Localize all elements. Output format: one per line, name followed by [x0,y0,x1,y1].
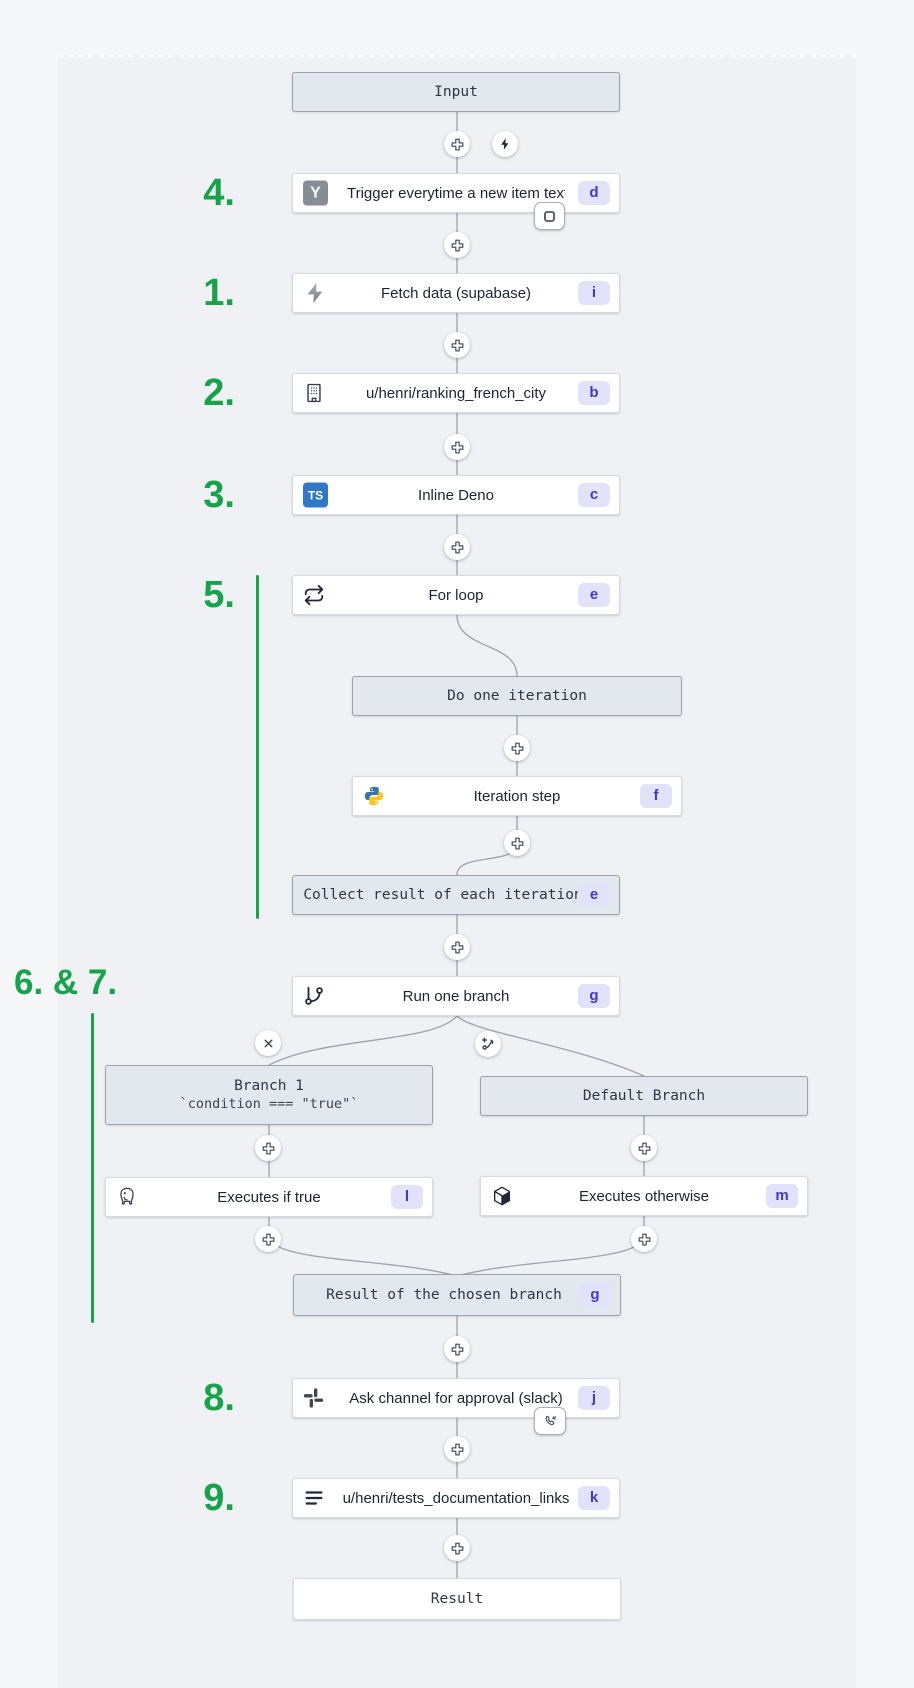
typescript-icon: TS [303,482,328,508]
add-step-button[interactable] [504,830,530,856]
iteration-step-label: Iteration step [473,787,561,805]
hackernews-icon: Y [303,180,328,206]
supabase-icon [303,281,327,305]
add-step-button[interactable] [444,232,470,258]
node-executes-otherwise[interactable]: Executes otherwise m [480,1176,808,1216]
node-inline-deno[interactable]: TS Inline Deno c [292,475,620,515]
node-trigger[interactable]: Y Trigger everytime a new item text o… d [292,173,620,213]
node-result[interactable]: Result [293,1578,621,1620]
annotation-line-5 [256,575,259,919]
suspend-approval-button[interactable] [534,1407,566,1435]
add-step-button[interactable] [444,131,470,157]
branch-plus-icon [482,1037,494,1050]
annotation-number-2: 2. [203,372,235,414]
step-id-badge: g [578,984,610,1008]
node-default-branch-header[interactable]: Default Branch [480,1076,808,1116]
add-step-button[interactable] [444,934,470,960]
add-step-button[interactable] [255,1226,281,1252]
add-step-button[interactable] [444,332,470,358]
repeat-icon [303,584,325,606]
annotation-number-4: 4. [203,172,235,214]
node-ask-channel[interactable]: Ask channel for approval (slack) j [292,1378,620,1418]
postgresql-icon [116,1186,138,1208]
step-id-badge: g [579,1283,611,1307]
annotation-number-5: 5. [203,574,235,616]
node-for-loop[interactable]: For loop e [292,575,620,615]
annotation-line-6-7 [91,1013,94,1323]
collect-result-label: Collect result of each iteration [303,887,583,903]
step-id-badge: e [578,883,610,907]
node-input-label: Input [434,84,478,100]
new-trigger-button[interactable] [492,131,518,157]
add-step-button[interactable] [504,735,530,761]
node-input[interactable]: Input [292,72,620,112]
building-icon [303,382,325,404]
annotation-number-8: 8. [203,1377,235,1419]
node-tests-documentation[interactable]: u/henri/tests_documentation_links k [292,1478,620,1518]
three-lines-icon [303,1487,325,1509]
step-id-badge: b [578,381,610,405]
python-icon [363,785,385,807]
executes-otherwise-label: Executes otherwise [578,1187,710,1205]
ask-channel-label: Ask channel for approval (slack) [349,1389,563,1407]
result-chosen-label: Result of the chosen branch [326,1287,562,1303]
default-branch-label: Default Branch [582,1088,706,1104]
square-icon [544,210,555,222]
add-step-button[interactable] [255,1135,281,1161]
result-label: Result [430,1591,484,1607]
add-step-button[interactable] [444,1436,470,1462]
branch1-title: Branch 1 [234,1078,304,1094]
node-inline-deno-label: Inline Deno [418,486,494,504]
git-branch-icon [303,985,325,1007]
slack-icon [303,1388,324,1409]
step-id-badge: e [578,583,610,607]
node-run-one-branch[interactable]: Run one branch g [292,976,620,1016]
add-branch-button[interactable] [475,1031,501,1057]
add-step-button[interactable] [444,434,470,460]
step-id-badge: l [391,1185,423,1209]
step-id-badge: f [640,784,672,808]
annotation-number-9: 9. [203,1477,235,1519]
step-id-badge: d [578,181,610,205]
node-for-loop-label: For loop [428,586,484,604]
cube-icon [491,1185,513,1207]
annotation-number-6-7: 6. & 7. [14,963,118,1002]
node-branch1-header[interactable]: Branch 1 `condition === "true"` [105,1065,433,1125]
step-id-badge: i [578,281,610,305]
node-executes-if-true[interactable]: Executes if true l [105,1177,433,1217]
remove-branch-button[interactable] [255,1030,281,1056]
annotation-number-3: 3. [203,474,235,516]
early-stop-button[interactable] [534,202,565,230]
branch1-condition: `condition === "true"` [179,1096,359,1112]
annotation-number-1: 1. [203,272,235,314]
add-step-button[interactable] [444,1336,470,1362]
step-id-badge: m [766,1184,798,1208]
step-id-badge: k [578,1486,610,1510]
node-fetch-data[interactable]: Fetch data (supabase) i [292,273,620,313]
node-ranking-label: u/henri/ranking_french_city [365,384,547,402]
add-step-button[interactable] [444,534,470,560]
step-id-badge: j [578,1386,610,1410]
node-iteration-step[interactable]: Iteration step f [352,776,682,816]
tests-documentation-label: u/henri/tests_documentation_links [342,1489,570,1507]
x-icon [264,1039,272,1047]
add-step-button[interactable] [444,1535,470,1561]
executes-if-true-label: Executes if true [217,1188,321,1206]
lightning-icon [501,138,509,150]
run-one-branch-label: Run one branch [402,987,510,1005]
phone-incoming-icon [544,1415,556,1425]
node-fetch-label: Fetch data (supabase) [380,284,532,302]
node-collect-result[interactable]: Collect result of each iteration e [292,875,620,915]
add-step-button[interactable] [631,1226,657,1252]
node-trigger-label: Trigger everytime a new item text o… [347,184,565,202]
do-one-iteration-label: Do one iteration [447,688,587,704]
node-do-one-iteration[interactable]: Do one iteration [352,676,682,716]
node-ranking-script[interactable]: u/henri/ranking_french_city b [292,373,620,413]
node-result-chosen-branch[interactable]: Result of the chosen branch g [293,1274,621,1316]
step-id-badge: c [578,483,610,507]
add-step-button[interactable] [631,1135,657,1161]
